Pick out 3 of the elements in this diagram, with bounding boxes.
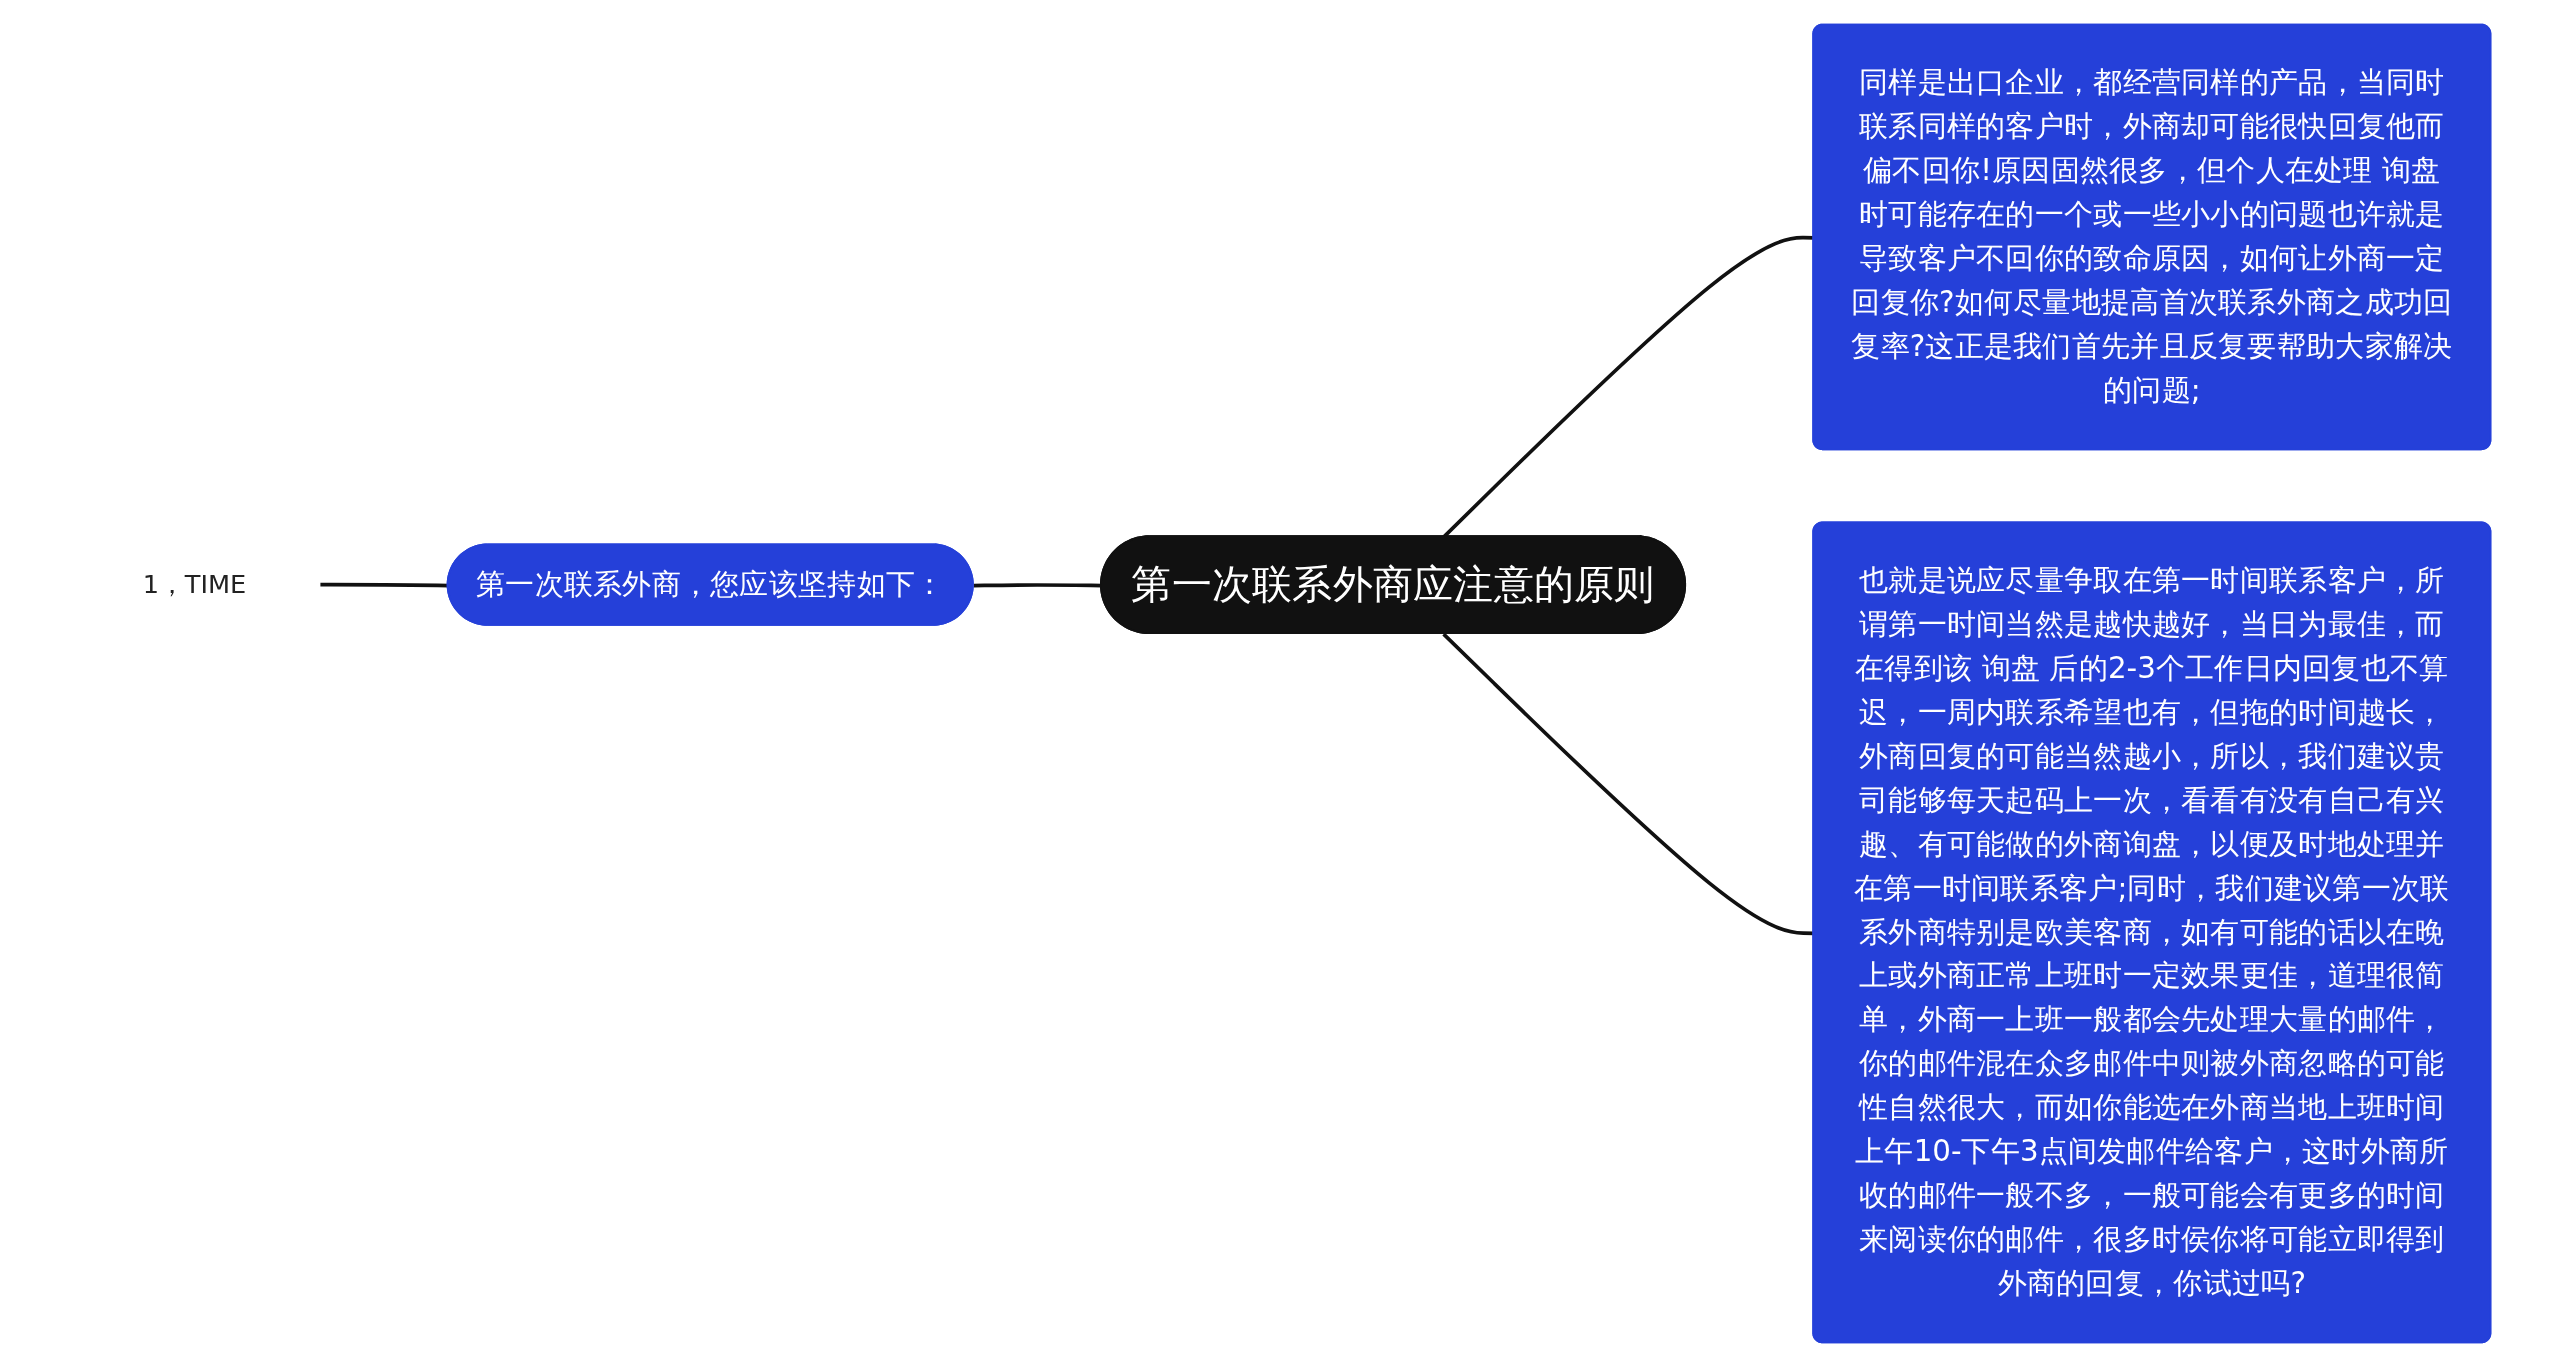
- connector: [319, 582, 449, 588]
- connector: [973, 583, 1102, 588]
- node-text: 1，TIME: [142, 569, 247, 599]
